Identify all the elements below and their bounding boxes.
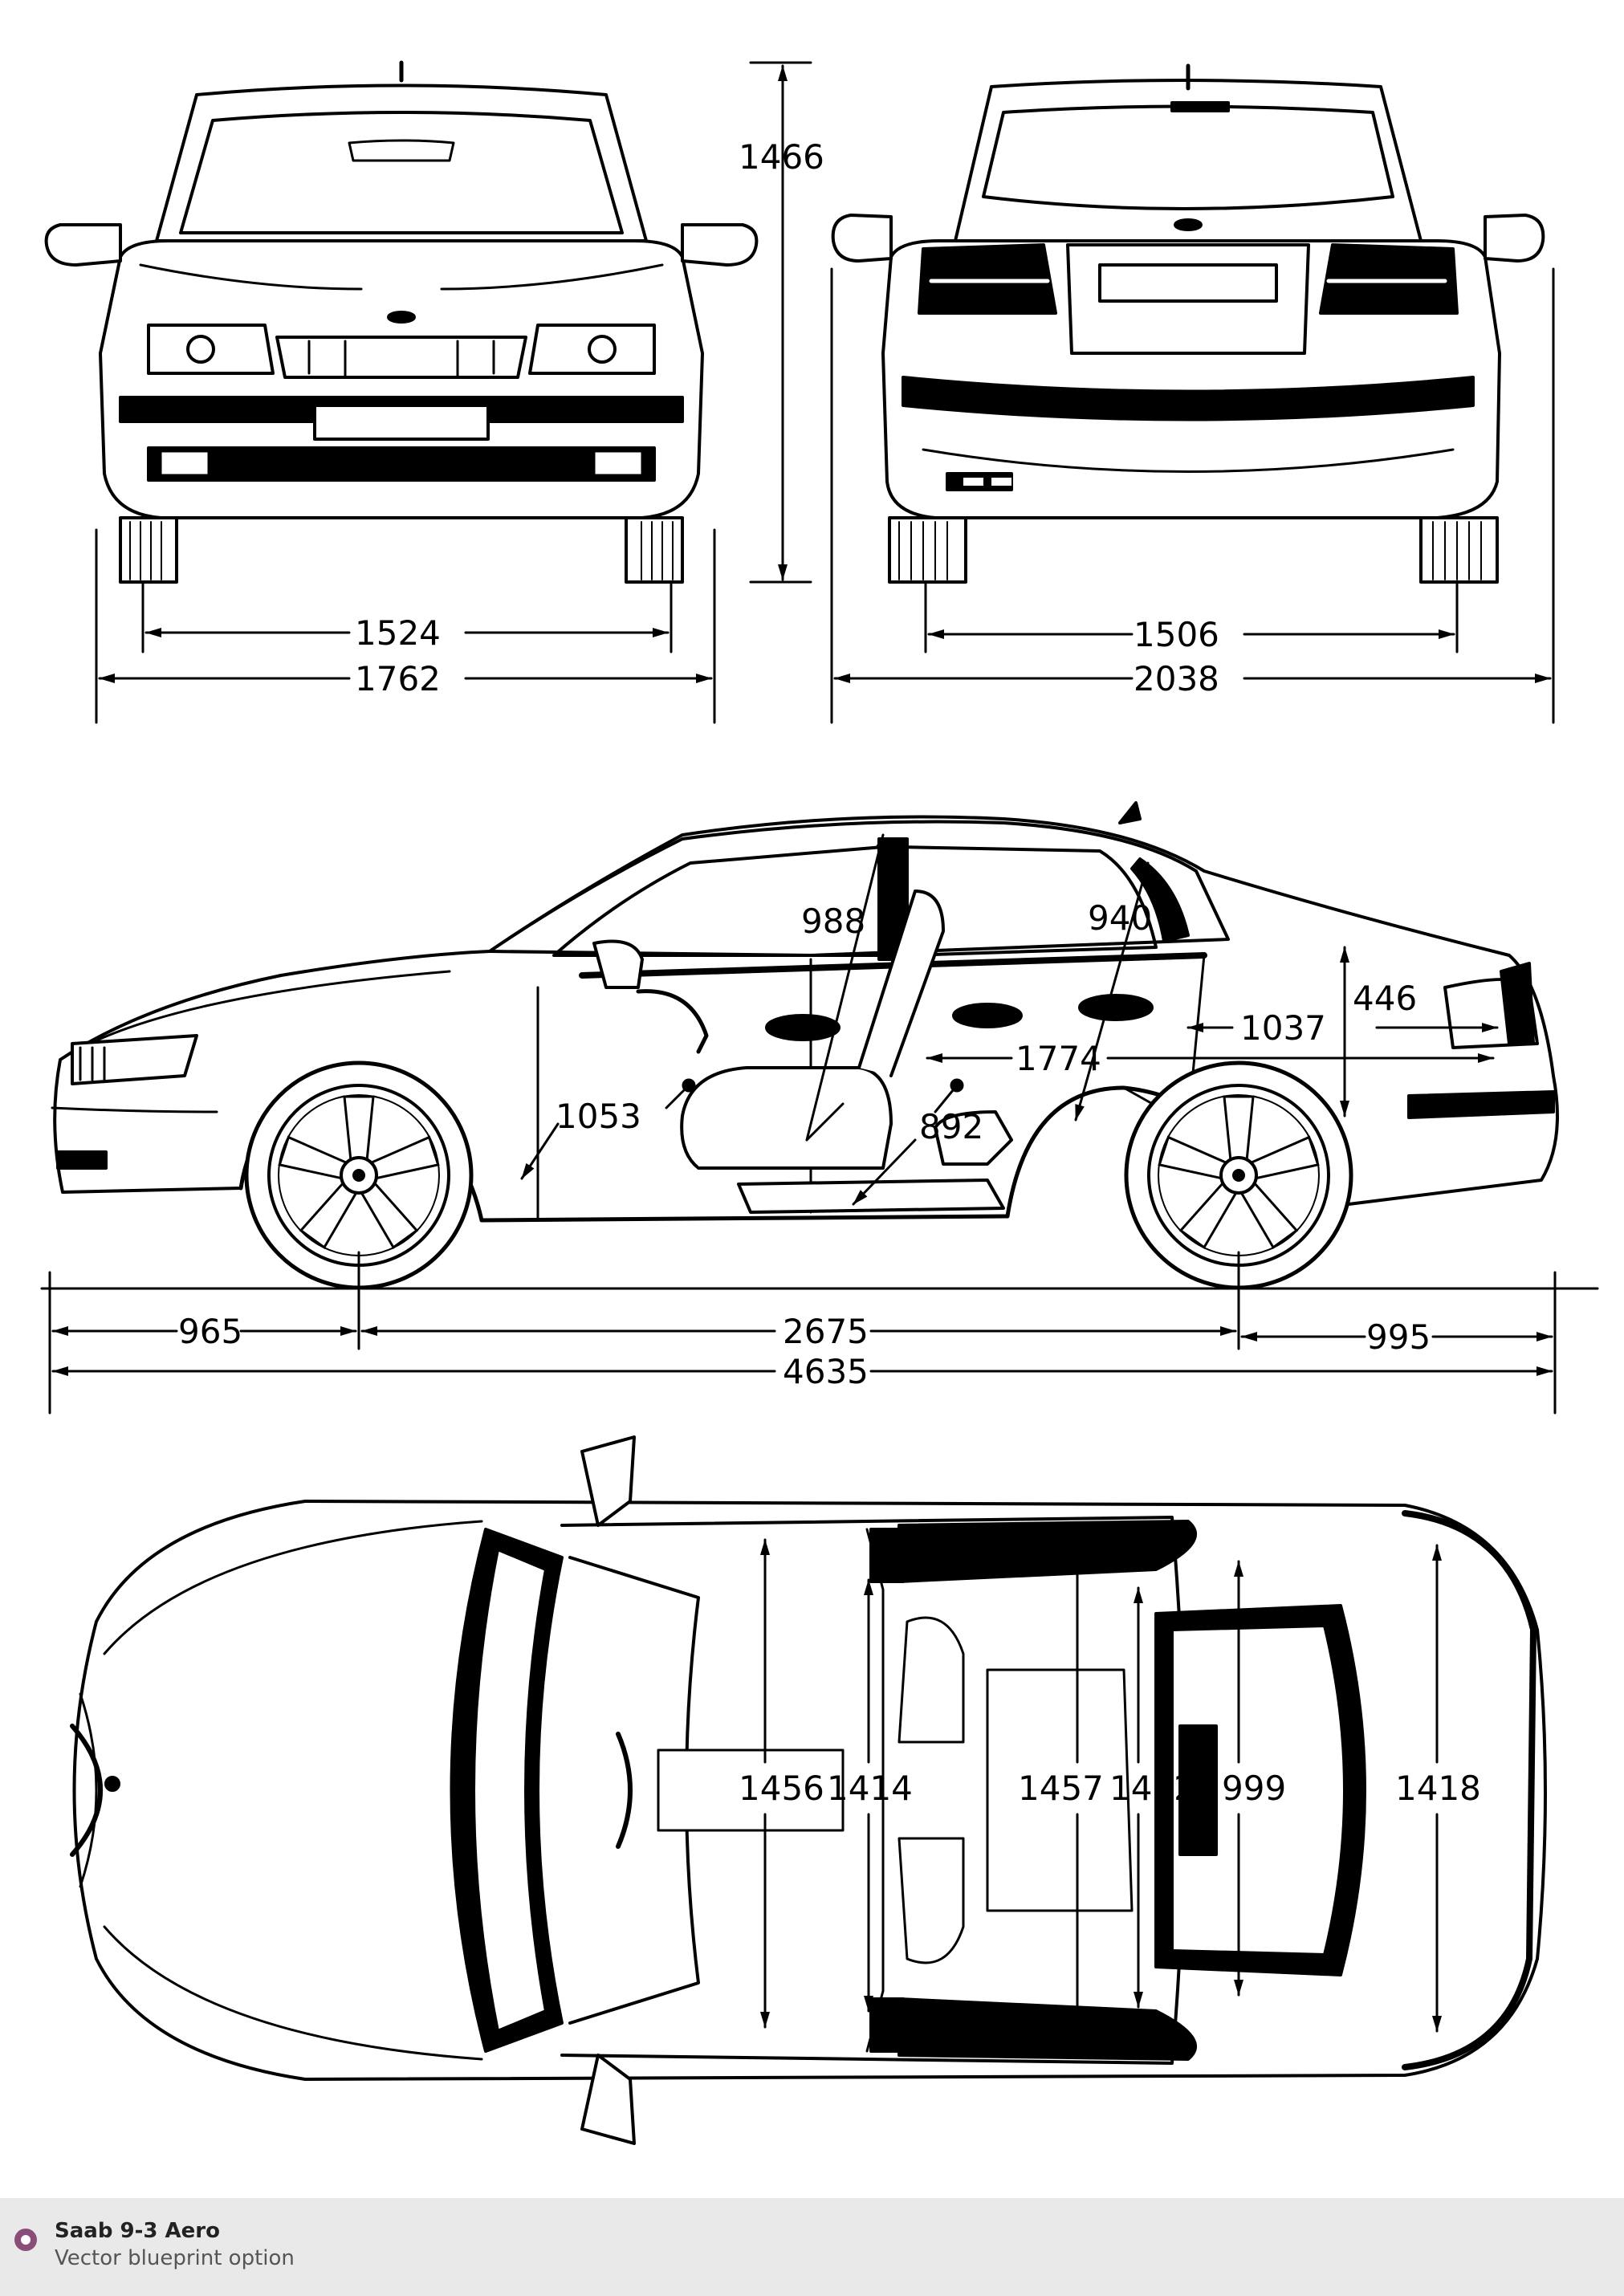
blueprint-drawing: 1466 1524 1762 1506 2038 xyxy=(40,60,1599,2145)
dim-rear-overhang: 995 xyxy=(1366,1317,1431,1357)
logo-icon xyxy=(14,2229,37,2251)
dim-rear-hip-width: 1402 xyxy=(1109,1769,1195,1808)
dim-rear-headroom: 940 xyxy=(1088,898,1152,938)
dim-rear-legroom: 892 xyxy=(919,1107,983,1146)
dim-cabin-length: 1774 xyxy=(1016,1039,1101,1078)
dim-front-headroom: 988 xyxy=(801,902,865,941)
dim-trunk-opening-height: 446 xyxy=(1353,979,1417,1018)
rear-view xyxy=(831,63,1545,584)
dim-width-mirrors: 2038 xyxy=(1134,659,1219,698)
dim-front-hip-width: 1414 xyxy=(827,1769,913,1808)
side-dimension-lines xyxy=(40,833,1599,1415)
dim-front-track: 1524 xyxy=(355,613,441,653)
dim-rear-body-width: 1418 xyxy=(1395,1769,1481,1808)
front-view xyxy=(44,60,759,584)
dim-width-body: 1762 xyxy=(355,659,441,698)
dim-overall-length: 4635 xyxy=(783,1352,869,1391)
dim-front-shoulder-width: 1456 xyxy=(739,1769,824,1808)
dim-wheelbase: 2675 xyxy=(783,1312,869,1351)
top-dimension-lines xyxy=(760,1538,1442,2033)
dim-front-height: 1466 xyxy=(739,137,824,177)
dim-front-legroom: 1053 xyxy=(556,1097,641,1136)
dim-trunk-width: 999 xyxy=(1222,1769,1286,1808)
footer-title: Saab 9-3 Aero xyxy=(55,2219,220,2243)
dim-rear-track: 1506 xyxy=(1134,615,1219,654)
front-rear-dimension-lines xyxy=(95,61,1555,724)
footer: Saab 9-3 Aero Vector blueprint option xyxy=(0,2198,1624,2296)
footer-subtitle: Vector blueprint option xyxy=(55,2246,295,2270)
dim-trunk-length: 1037 xyxy=(1240,1008,1326,1048)
dim-rear-shoulder-width: 1457 xyxy=(1018,1769,1104,1808)
top-view xyxy=(70,1435,1547,2145)
dim-front-overhang: 965 xyxy=(178,1312,242,1351)
